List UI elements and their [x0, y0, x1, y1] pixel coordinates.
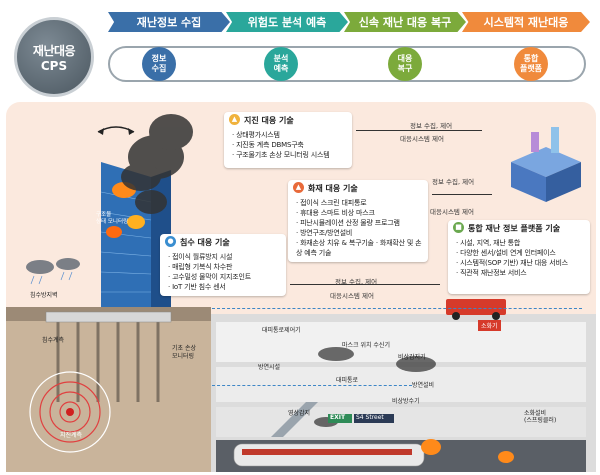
label-sprinkler: 소화설비 (스프링클러)	[524, 410, 557, 424]
fire-item: 화재손상 치유 & 복구기술 · 화재확산 및 손상 예측 기술	[296, 238, 422, 258]
upper-floor	[216, 322, 586, 362]
rain	[30, 271, 73, 285]
epicenter-rings	[29, 371, 111, 453]
platform-tech-title: ■ 통합 재난 정보 플랫폼 기술	[448, 220, 590, 236]
label-smoke-vent: 방연시설	[258, 364, 281, 371]
flow-collect-control-3: 정보 수집, 제어	[335, 278, 378, 286]
flood-item: 고수밀성 물막이 지지조인트	[168, 272, 280, 282]
station-fire	[421, 439, 514, 463]
flow-collect-control-1: 정보 수집, 제어	[410, 122, 453, 130]
flood-item: 매립형 기복식 차수판	[168, 262, 280, 272]
fire-item: 방연구조/방연설비	[296, 228, 422, 238]
earthquake-item: 구조물기초 손상 모니터링 시스템	[232, 150, 346, 160]
scene-illustration	[6, 114, 596, 472]
fire-tech-box: ▲ 화재 대응 기술 접이식 스크린 대피통로 휴대용 스마트 비상 마스크 피…	[288, 180, 428, 262]
street-sign-bg	[354, 414, 394, 423]
flow-response-system-3: 대응시스템 제어	[330, 292, 374, 300]
flood-item: 접이식 월류방지 시설	[168, 252, 280, 262]
label-evac-route: 대피통로	[336, 377, 359, 384]
flow-arrow-3	[290, 284, 440, 285]
label-smoke-sensor: 비상감지기	[398, 354, 426, 361]
exit-sign-bg	[328, 414, 352, 423]
step-respond: 대응 복구	[388, 47, 422, 81]
flow-response-system-2: 대응시스템 제어	[430, 208, 474, 216]
platform-item: 시설, 지역, 재난 통합	[456, 238, 584, 248]
platform-item: 다양한 센서/설비 연계 인터페이스	[456, 248, 584, 258]
label-fire-extinguisher: 소화기	[478, 320, 501, 331]
flow-response-system-1: 대응시스템 제어	[400, 135, 444, 143]
signal-line-upper	[212, 308, 582, 309]
cps-title-line2: CPS	[40, 58, 68, 73]
phase-systematic-response: 시스템적 재난대응	[462, 12, 590, 32]
label-tower-monitoring: 구조물 상태 모니터링	[96, 212, 129, 225]
platform-icon: ■	[453, 222, 464, 233]
flow-arrow-2	[432, 194, 492, 195]
label-evac-passage-controller: 대피통로제어기	[262, 327, 301, 334]
label-epicenter: 지진계측	[60, 432, 83, 439]
label-mask-receiver: 마스크 위치 수신기	[342, 342, 390, 349]
earthquake-item: 상태평가시스템	[232, 130, 346, 140]
step-platform: 통합 플랫폼	[514, 47, 548, 81]
platform-item: 시스템적(SOP 기반) 재난 대응 서비스	[456, 258, 584, 268]
exit-sign: EXIT	[330, 414, 346, 421]
fire-item: 피난시뮬레이션 산정 물량 프로그램	[296, 218, 422, 228]
fire-icon: ▲	[293, 182, 304, 193]
platform-item: 직관적 재난정보 서비스	[456, 268, 584, 278]
foundation-piles	[56, 317, 160, 402]
escalator	[271, 402, 318, 437]
fire-tech-title: ▲ 화재 대응 기술	[288, 180, 428, 196]
step-collect: 정보 수집	[142, 47, 176, 81]
earthquake-tech-title: ▲ 지진 대응 기술	[224, 112, 352, 128]
earthquake-icon: ▲	[229, 114, 240, 125]
rain-clouds	[26, 258, 80, 274]
label-exhaust: 방연설비	[412, 382, 435, 389]
earthquake-tech-box: ▲ 지진 대응 기술 상태평가시스템 지진동 계측 DBMS구축 구조물기초 손…	[224, 112, 352, 168]
soil-layer	[6, 307, 211, 472]
street-sign: S4 Street	[356, 414, 384, 421]
cps-title-line1: 재난대응	[32, 43, 76, 58]
flood-tech-box: ● 침수 대응 기술 접이식 월류방지 시설 매립형 기복식 차수판 고수밀성 …	[160, 234, 286, 296]
fire-truck	[446, 299, 506, 315]
label-cctv: 영상감지	[288, 410, 311, 417]
label-flood-wall: 침수방지벽	[30, 292, 58, 299]
fire-item: 접이식 스크린 대피통로	[296, 198, 422, 208]
epicenter-dot	[66, 408, 74, 416]
tower-smoke	[121, 114, 193, 214]
label-flood-gauge: 침수계측	[42, 337, 65, 344]
middle-floor	[216, 367, 586, 402]
process-timeline	[108, 46, 586, 82]
platform-tech-box: ■ 통합 재난 정보 플랫폼 기술 시설, 지역, 재난 통합 다양한 센서/설…	[448, 220, 590, 294]
phase-info-collection: 재난정보 수집	[108, 12, 230, 32]
step-analyze: 분석 예측	[264, 47, 298, 81]
flood-icon: ●	[165, 236, 176, 247]
phase-risk-analysis: 위험도 분석 예측	[226, 12, 348, 32]
flood-tech-title: ● 침수 대응 기술	[160, 234, 286, 250]
phase-rapid-response: 신속 재난 대응 복구	[344, 12, 466, 32]
foundation-slab	[45, 311, 172, 323]
flow-collect-control-2: 정보 수집, 제어	[432, 178, 475, 186]
earthquake-item: 지진동 계측 DBMS구축	[232, 140, 346, 150]
flow-arrow-1	[356, 130, 482, 131]
signal-line-middle	[212, 385, 412, 386]
label-foundation-monitoring: 기초 손상 모니터링	[172, 345, 196, 360]
flood-item: IoT 기반 침수 센서	[168, 282, 280, 292]
train-stripe	[242, 449, 412, 455]
fire-item: 휴대용 스마트 비상 마스크	[296, 208, 422, 218]
cps-title-badge: 재난대응 CPS	[14, 17, 94, 97]
server-cluster-illustration	[511, 127, 581, 202]
label-emergency-water: 비상방수기	[392, 398, 420, 405]
